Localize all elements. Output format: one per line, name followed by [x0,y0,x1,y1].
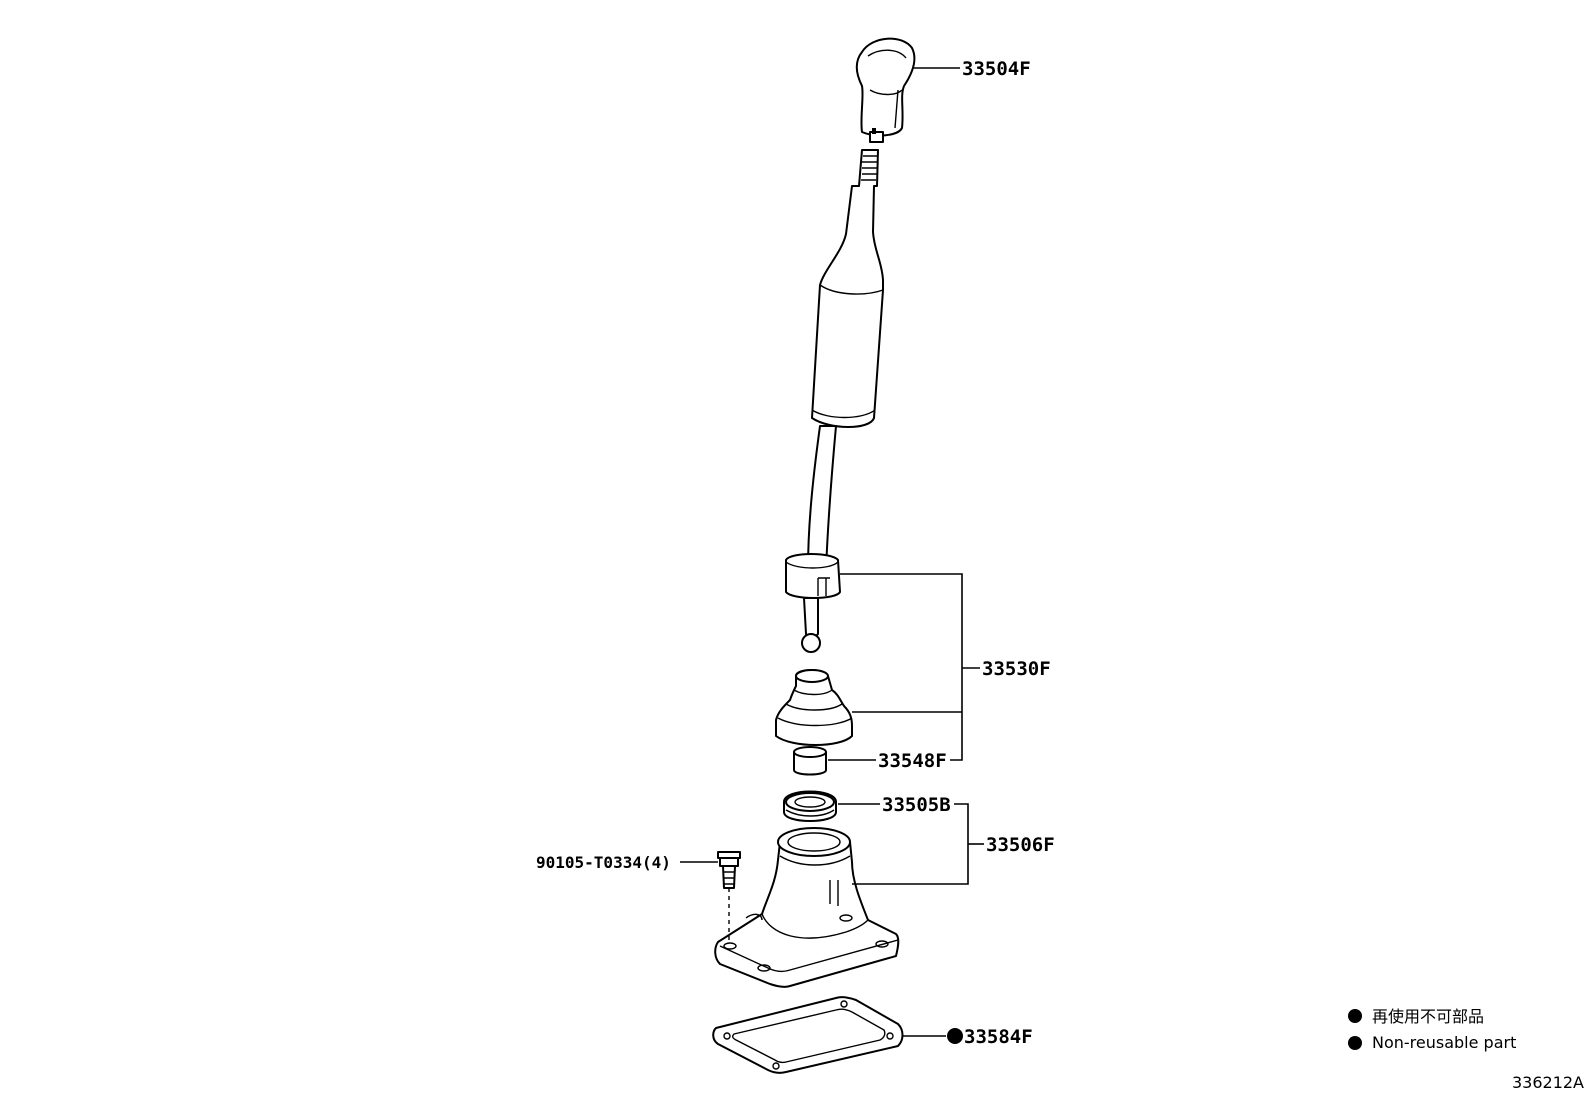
legend-item-jp: 再使用不可部品 [1372,1007,1484,1026]
oil-seal[interactable] [783,790,837,822]
bushing[interactable] [793,746,827,776]
shift-lever-retainer[interactable] [714,827,900,988]
label-gasket: 33584F [964,1026,1033,1048]
legend: 再使用不可部品 Non-reusable part [1348,1007,1516,1052]
label-bushing: 33548F [878,750,947,772]
legend-item-en: Non-reusable part [1372,1033,1516,1052]
label-knob: 33504F [962,58,1031,80]
shift-knob[interactable] [855,37,916,143]
figure-id: 336212A [1512,1073,1584,1092]
label-lever-assy: 33530F [982,658,1051,680]
label-retainer: 33506F [986,834,1055,856]
non-reusable-marker-icon [947,1028,963,1044]
legend-bullet-icon [1348,1009,1362,1023]
label-bolt: 90105-T0334(4) [536,853,671,872]
shift-lever[interactable] [785,149,884,653]
gasket[interactable] [712,996,904,1074]
label-seal: 33505B [882,794,951,816]
leader-lines [680,67,984,1037]
legend-bullet-icon [1348,1036,1362,1050]
bolt[interactable] [717,851,741,940]
shift-lever-boot[interactable] [775,669,853,746]
